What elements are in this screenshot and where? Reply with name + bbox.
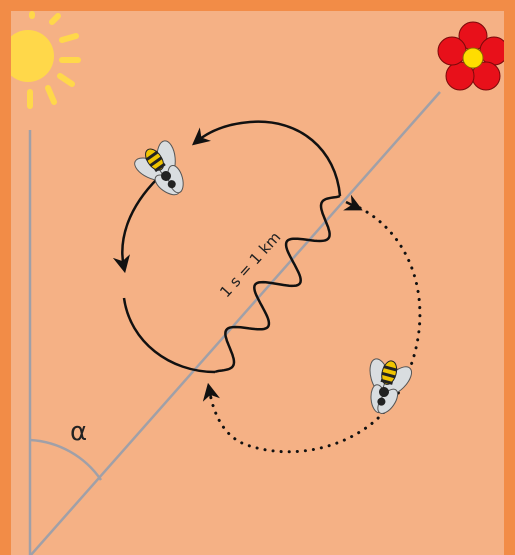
angle-label: α [70,417,87,447]
